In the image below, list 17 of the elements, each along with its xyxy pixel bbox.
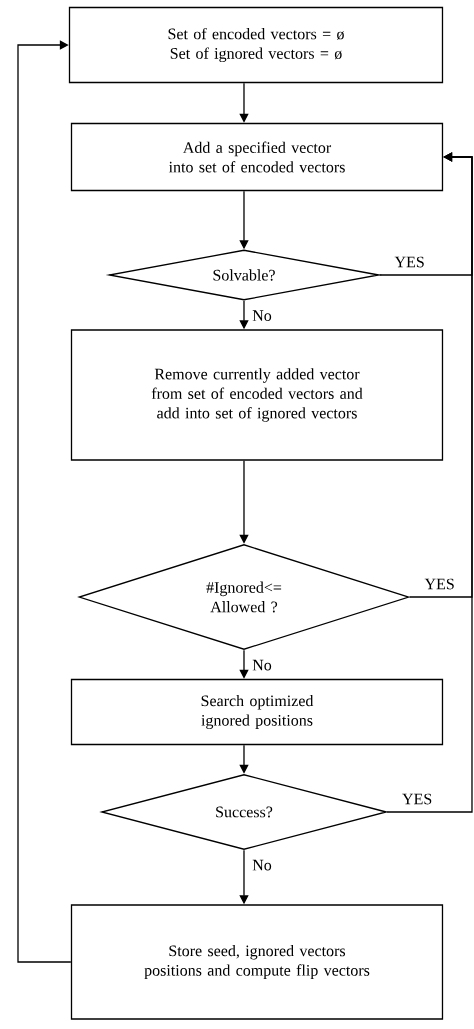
process-box: Add a specified vector into set of encoded vectors [70, 122, 444, 192]
edge-label: No [251, 658, 273, 672]
edge-label: No [251, 858, 273, 872]
arrow [239, 460, 249, 544]
arrow [239, 82, 249, 123]
arrow [239, 649, 249, 679]
edge-label: YES [423, 577, 456, 591]
edge-label: YES [393, 255, 426, 269]
process-box: Search optimized ignored positions [70, 678, 444, 746]
edge-label: No [251, 309, 273, 322]
edge-label: YES [401, 792, 434, 806]
arrow [17, 40, 72, 963]
process-box: Store seed, ignored vectors positions and compute flip vectors [70, 904, 444, 1020]
arrow [386, 152, 473, 813]
process-box: Set of encoded vectors = ø Set of ignored vectors = ø [68, 6, 444, 84]
process-box: Remove currently added vector from set of encoded vectors and add into set of ignored vectors [70, 329, 444, 461]
arrow [239, 744, 249, 774]
